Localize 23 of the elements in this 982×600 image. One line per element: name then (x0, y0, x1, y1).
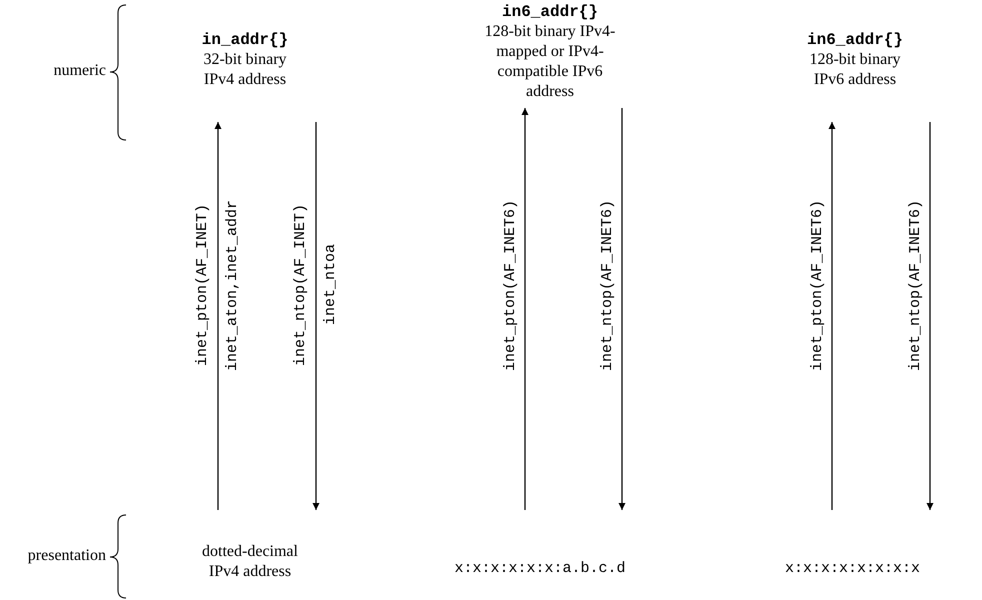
function-name: inet_pton(AF_INET6) (809, 198, 827, 373)
arrow (312, 122, 320, 510)
node-text: 32-bit binary IPv4 address (202, 50, 288, 90)
function-name: inet_ntop(AF_INET) inet_ntoa (291, 203, 340, 368)
node-text: 128-bit binary IPv4-mapped or IPv4-compatible IPv6 address (484, 22, 616, 102)
arrow (214, 122, 222, 510)
node-text: dotted-decimal IPv4 address (160, 510, 340, 590)
address-format: x:x:x:x:x:x:x:x (730, 510, 975, 585)
side-label: presentation (28, 547, 106, 565)
side-label: numeric (54, 62, 106, 80)
function-name: inet_pton(AF_INET6) (502, 198, 520, 373)
function-name: inet_pton(AF_INET) inet_aton,inet_addr (193, 198, 242, 373)
struct-name: in_addr{} (202, 30, 288, 50)
struct-name: in6_addr{} (502, 2, 598, 22)
arrow (828, 122, 836, 510)
function-name: inet_ntop(AF_INET6) (599, 198, 617, 373)
struct-name: in6_addr{} (806, 30, 903, 50)
address-format: x:x:x:x:x:x:a.b.c.d (410, 510, 670, 585)
node-text: 128-bit binary IPv6 address (808, 50, 902, 90)
arrow (522, 108, 528, 510)
arrow (618, 108, 626, 510)
function-name: inet_ntop(AF_INET6) (907, 198, 925, 373)
arrow (926, 122, 934, 510)
